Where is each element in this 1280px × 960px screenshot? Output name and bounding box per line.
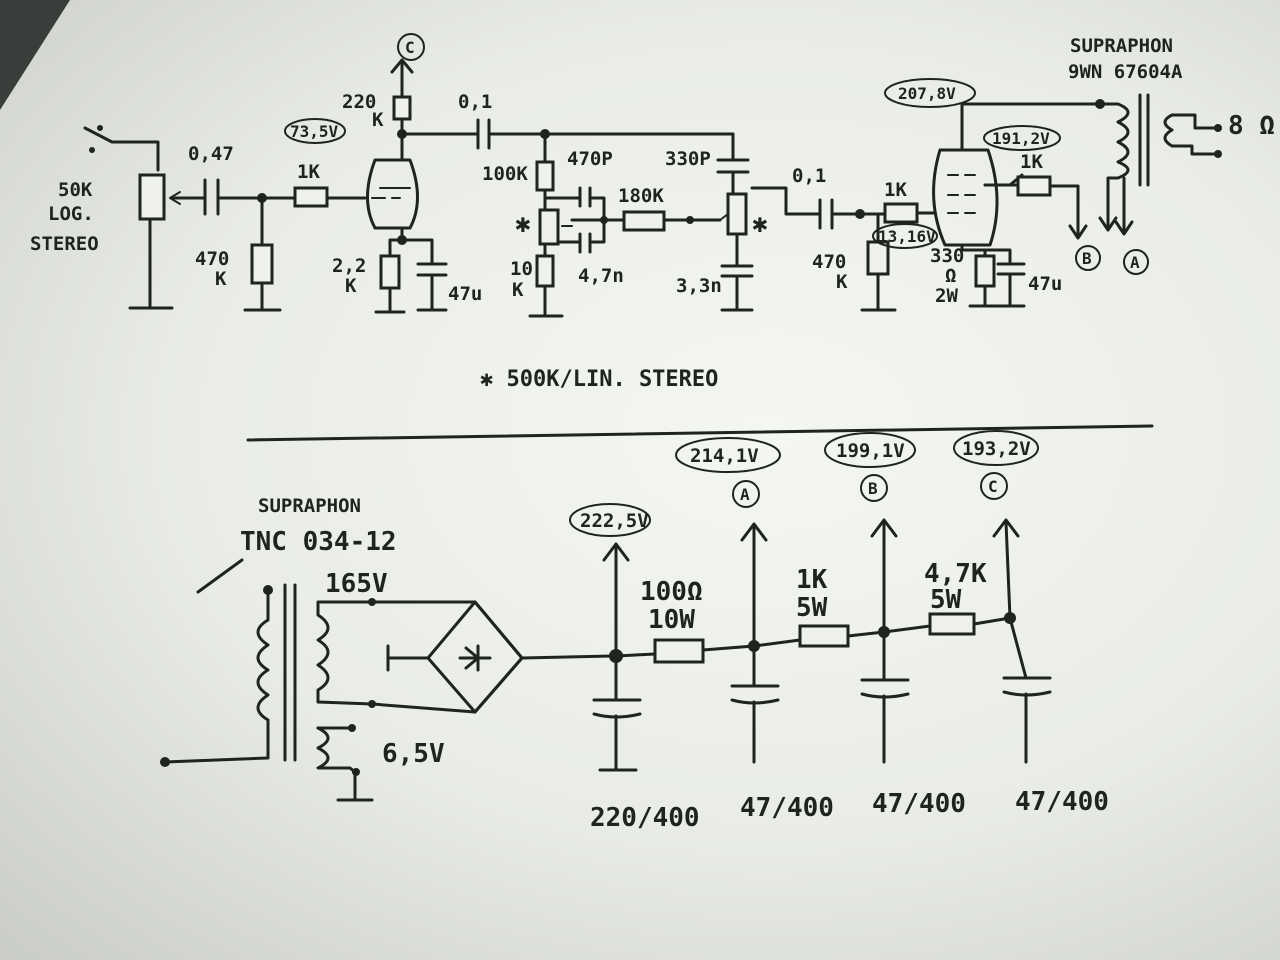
label-grid-stopper-1: 1K xyxy=(297,161,320,183)
label-cathode-cap-1: 47u xyxy=(448,283,482,305)
label-pot-kind: STEREO xyxy=(30,233,99,255)
label-node-b2: B xyxy=(868,479,878,498)
tone-stack: 100K 10 K ✱ 470P 4,7n 180K 330P ✱ 3,3n xyxy=(482,129,822,318)
label-filter-cap-2: 47/400 xyxy=(740,793,834,823)
label-cathode-voltage-2: 13,16V xyxy=(878,227,936,246)
label-screen-resistor: 1K xyxy=(1020,151,1043,173)
label-cathode-resistor-1: 2,2 xyxy=(332,255,366,277)
label-star-1: ✱ xyxy=(515,209,531,239)
label-secondary-voltage: 165V xyxy=(325,569,388,599)
label-tone-r1: 100K xyxy=(482,163,528,185)
cathode-network-2: 330 Ω 2W 47u xyxy=(930,243,1062,308)
label-tone-r3-unit: K xyxy=(512,279,524,301)
output-transformer: A SUPRAPHON 9WN 67604A 8 Ω xyxy=(1068,35,1275,275)
label-plate-voltage-2: 207,8V xyxy=(898,84,956,103)
label-output-transformer-model: 9WN 67604A xyxy=(1068,61,1183,83)
cathode-network-1: 2,2 K 47u xyxy=(332,235,482,314)
triode-tube xyxy=(366,133,419,242)
label-grid-leak-2: 470 xyxy=(812,251,846,273)
grid-stopper-1: 1K xyxy=(293,161,367,208)
filter-stage-1: 222,5V 220/400 100Ω 10W xyxy=(569,503,756,833)
filter-stage-2: A 214,1V 47/400 1K 5W xyxy=(675,437,886,823)
section-divider xyxy=(246,424,1154,442)
label-pot-value: 50K xyxy=(58,179,93,201)
label-filter-cap-4: 47/400 xyxy=(1015,787,1109,817)
label-cathode-cap-2: 47u xyxy=(1028,273,1062,295)
bridge-rectifier xyxy=(370,600,614,714)
coupling-cap-1: 0,1 xyxy=(400,91,735,150)
label-heater-voltage: 6,5V xyxy=(382,739,445,769)
label-grid-stopper-2: 1K xyxy=(884,179,907,201)
label-filter-r3: 4,7K xyxy=(924,559,987,589)
label-tone-c1: 470P xyxy=(567,148,613,170)
label-voltage-a: 214,1V xyxy=(690,445,759,467)
label-pot-type: LOG. xyxy=(48,203,94,225)
grid-leak-1: 470 K xyxy=(195,193,282,312)
label-speaker: 8 Ω xyxy=(1228,111,1275,141)
label-input-cap: 0,47 xyxy=(188,143,234,165)
label-cathode-resistor-2: 330 xyxy=(930,245,964,267)
label-voltage-b: 199,1V xyxy=(836,440,905,462)
label-rectified-voltage: 222,5V xyxy=(580,510,649,532)
coupling-cap-2: 0,1 470 K xyxy=(792,165,897,312)
label-filter-r2: 1K xyxy=(796,565,828,595)
label-cathode-resistor-2-unit: Ω xyxy=(945,265,956,287)
volume-pot: 50K LOG. STEREO xyxy=(30,125,207,310)
label-plate-voltage-1: 73,5V xyxy=(290,122,339,141)
label-filter-r1-power: 10W xyxy=(648,605,695,635)
label-star-note: ✱ 500K/LIN. STEREO xyxy=(480,367,718,392)
label-filter-cap-1: 220/400 xyxy=(590,803,700,833)
label-filter-r3-power: 5W xyxy=(930,585,962,615)
label-plate-resistor-1-unit: K xyxy=(372,109,384,131)
input-capacitor: 0,47 xyxy=(188,143,297,216)
label-filter-r2-power: 5W xyxy=(796,593,828,623)
label-node-c2: C xyxy=(988,477,998,496)
label-grid-leak-1: 470 xyxy=(195,248,229,270)
label-grid-leak-2-unit: K xyxy=(836,271,848,293)
plate-resistor-1: C 220 K 73,5V xyxy=(284,33,425,144)
label-filter-cap-3: 47/400 xyxy=(872,789,966,819)
filter-stage-3: B 199,1V 47/400 4,7K 5W xyxy=(824,432,1012,819)
label-voltage-c: 193,2V xyxy=(962,438,1031,460)
label-star-2: ✱ xyxy=(752,209,768,239)
label-cathode-resistor-1-unit: K xyxy=(345,275,357,297)
label-tone-c4: 3,3n xyxy=(676,275,722,297)
table-edge xyxy=(0,0,70,110)
label-node-a2: A xyxy=(740,485,750,504)
label-grid-leak-1-unit: K xyxy=(215,268,227,290)
power-transformer: SUPRAPHON TNC 034-12 165V 6,5V xyxy=(160,495,445,802)
label-tone-c3: 4,7n xyxy=(578,265,624,287)
label-coupling-cap-1: 0,1 xyxy=(458,91,492,113)
screen-resistor: 1K B xyxy=(1016,151,1101,271)
label-screen-voltage-2: 191,2V xyxy=(992,129,1050,148)
label-tone-r2: 180K xyxy=(618,185,664,207)
label-tone-r3: 10 xyxy=(510,258,533,280)
grid-stopper-2: 1K xyxy=(883,179,937,224)
label-power-transformer-model: TNC 034-12 xyxy=(240,527,397,557)
filter-stage-4: C 193,2V 47/400 xyxy=(953,430,1109,817)
label-filter-r1: 100Ω xyxy=(640,577,703,607)
label-node-a: A xyxy=(1130,253,1140,272)
label-power-transformer: SUPRAPHON xyxy=(258,495,361,517)
label-node-b: B xyxy=(1082,249,1092,268)
pentode-tube: 207,8V 191,2V 13,16V xyxy=(872,78,1102,249)
label-tone-c2: 330P xyxy=(665,148,711,170)
label-output-transformer: SUPRAPHON xyxy=(1070,35,1173,57)
label-node-c: C xyxy=(405,38,415,57)
label-coupling-cap-2: 0,1 xyxy=(792,165,826,187)
label-cathode-resistor-2-power: 2W xyxy=(935,285,958,307)
label-plate-resistor-1: 220 xyxy=(342,91,376,113)
